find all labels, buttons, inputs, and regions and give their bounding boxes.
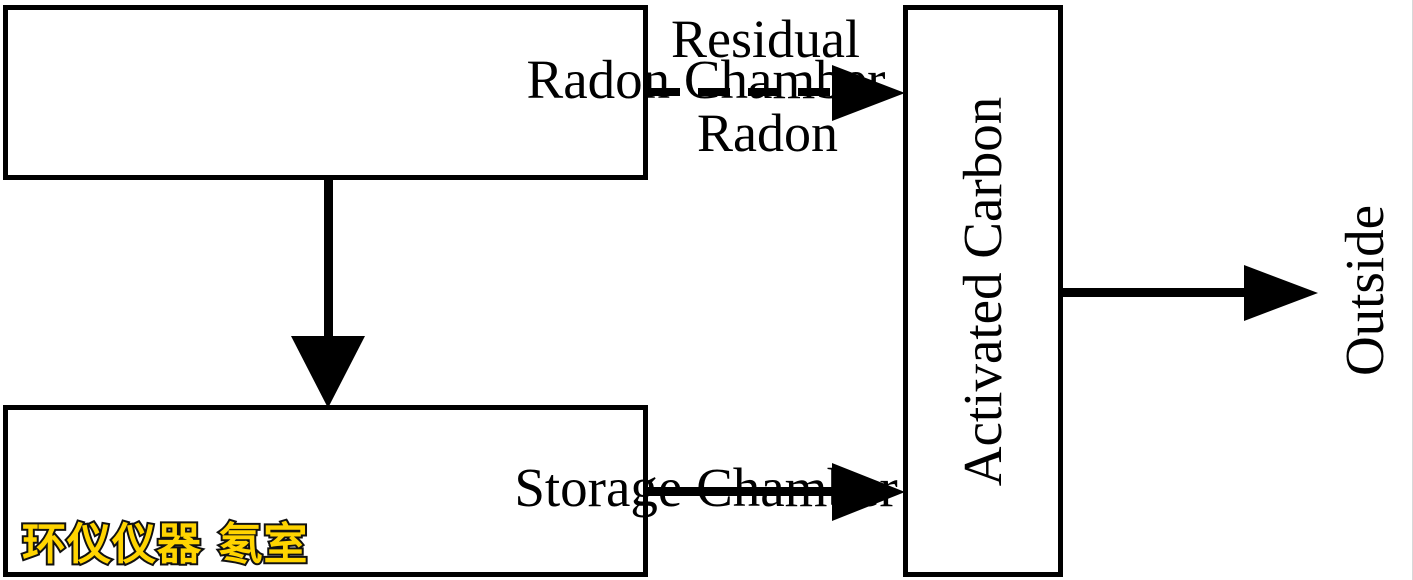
activated-carbon-node[interactable] (903, 5, 1063, 577)
residual-radon-dashed-line (648, 88, 835, 96)
radon-chamber-node[interactable] (3, 5, 648, 180)
radon-to-storage-arrowhead-icon (291, 336, 365, 408)
carbon-to-outside-arrowhead-icon (1244, 265, 1318, 321)
storage-chamber-node[interactable] (3, 405, 648, 577)
carbon-to-outside-line (1060, 288, 1250, 297)
residual-radon-label-line2: Radon (697, 103, 838, 163)
radon-chamber-label: Radon Chamber (526, 49, 886, 110)
storage-to-carbon-line (648, 487, 835, 496)
storage-to-carbon-arrowhead-icon (832, 463, 905, 521)
radon-to-storage-line (324, 176, 333, 341)
outside-label: Outside (1334, 204, 1396, 376)
residual-radon-label-line1: Residual (671, 9, 860, 69)
outside-label-wrap: Outside (1320, 155, 1410, 425)
watermark-text: 环仪仪器 氡室 (20, 519, 309, 570)
residual-radon-arrowhead-icon (832, 65, 905, 121)
